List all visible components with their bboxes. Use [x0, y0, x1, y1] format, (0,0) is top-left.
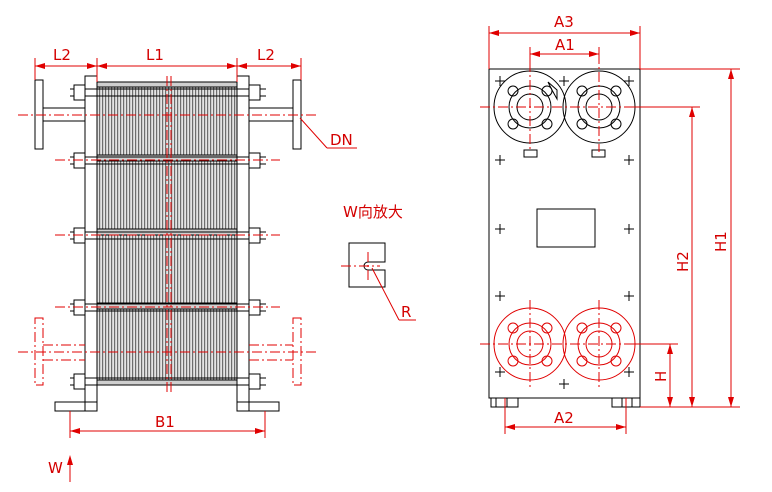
detail-title: W向放大	[343, 203, 403, 221]
side-view: L2 L1 L2 DN B1 W	[18, 46, 357, 482]
label-L2-left: L2	[53, 46, 71, 64]
fixed-frame-foot	[54, 401, 98, 412]
dim-A1	[529, 47, 600, 62]
label-L1: L1	[146, 46, 164, 64]
dim-H	[630, 343, 678, 407]
w-view-arrow	[67, 455, 73, 482]
movable-frame-foot	[236, 401, 280, 412]
detail-w: W向放大 R	[341, 203, 416, 321]
drain-mark-left	[523, 149, 538, 158]
r-leader	[371, 267, 416, 321]
label-H: H	[652, 371, 670, 382]
label-A3: A3	[554, 13, 574, 31]
bolt-crosses	[495, 76, 634, 389]
slot-outline	[348, 242, 386, 288]
front-view: A3 A1 A2 H1	[480, 13, 740, 434]
label-A2: A2	[554, 409, 574, 427]
label-H2: H2	[674, 251, 692, 272]
label-H1: H1	[712, 231, 730, 252]
tie-bolt	[70, 84, 266, 101]
nameplate	[536, 208, 596, 248]
front-frame	[488, 68, 641, 399]
label-R: R	[401, 303, 411, 321]
label-B1: B1	[155, 413, 175, 431]
label-DN: DN	[330, 131, 353, 149]
tie-bolt	[70, 373, 266, 390]
dim-A3	[488, 26, 641, 69]
label-L2-right: L2	[257, 46, 275, 64]
dim-H1	[640, 68, 740, 408]
dn-leader	[299, 117, 357, 149]
port-center-lines	[480, 54, 648, 390]
dim-A2	[504, 398, 627, 434]
dim-B1	[69, 411, 266, 438]
dim-top-L	[34, 58, 302, 82]
label-W: W	[48, 459, 63, 477]
label-A1: A1	[555, 36, 575, 54]
dim-H2	[630, 106, 700, 407]
center-lines	[18, 76, 316, 392]
